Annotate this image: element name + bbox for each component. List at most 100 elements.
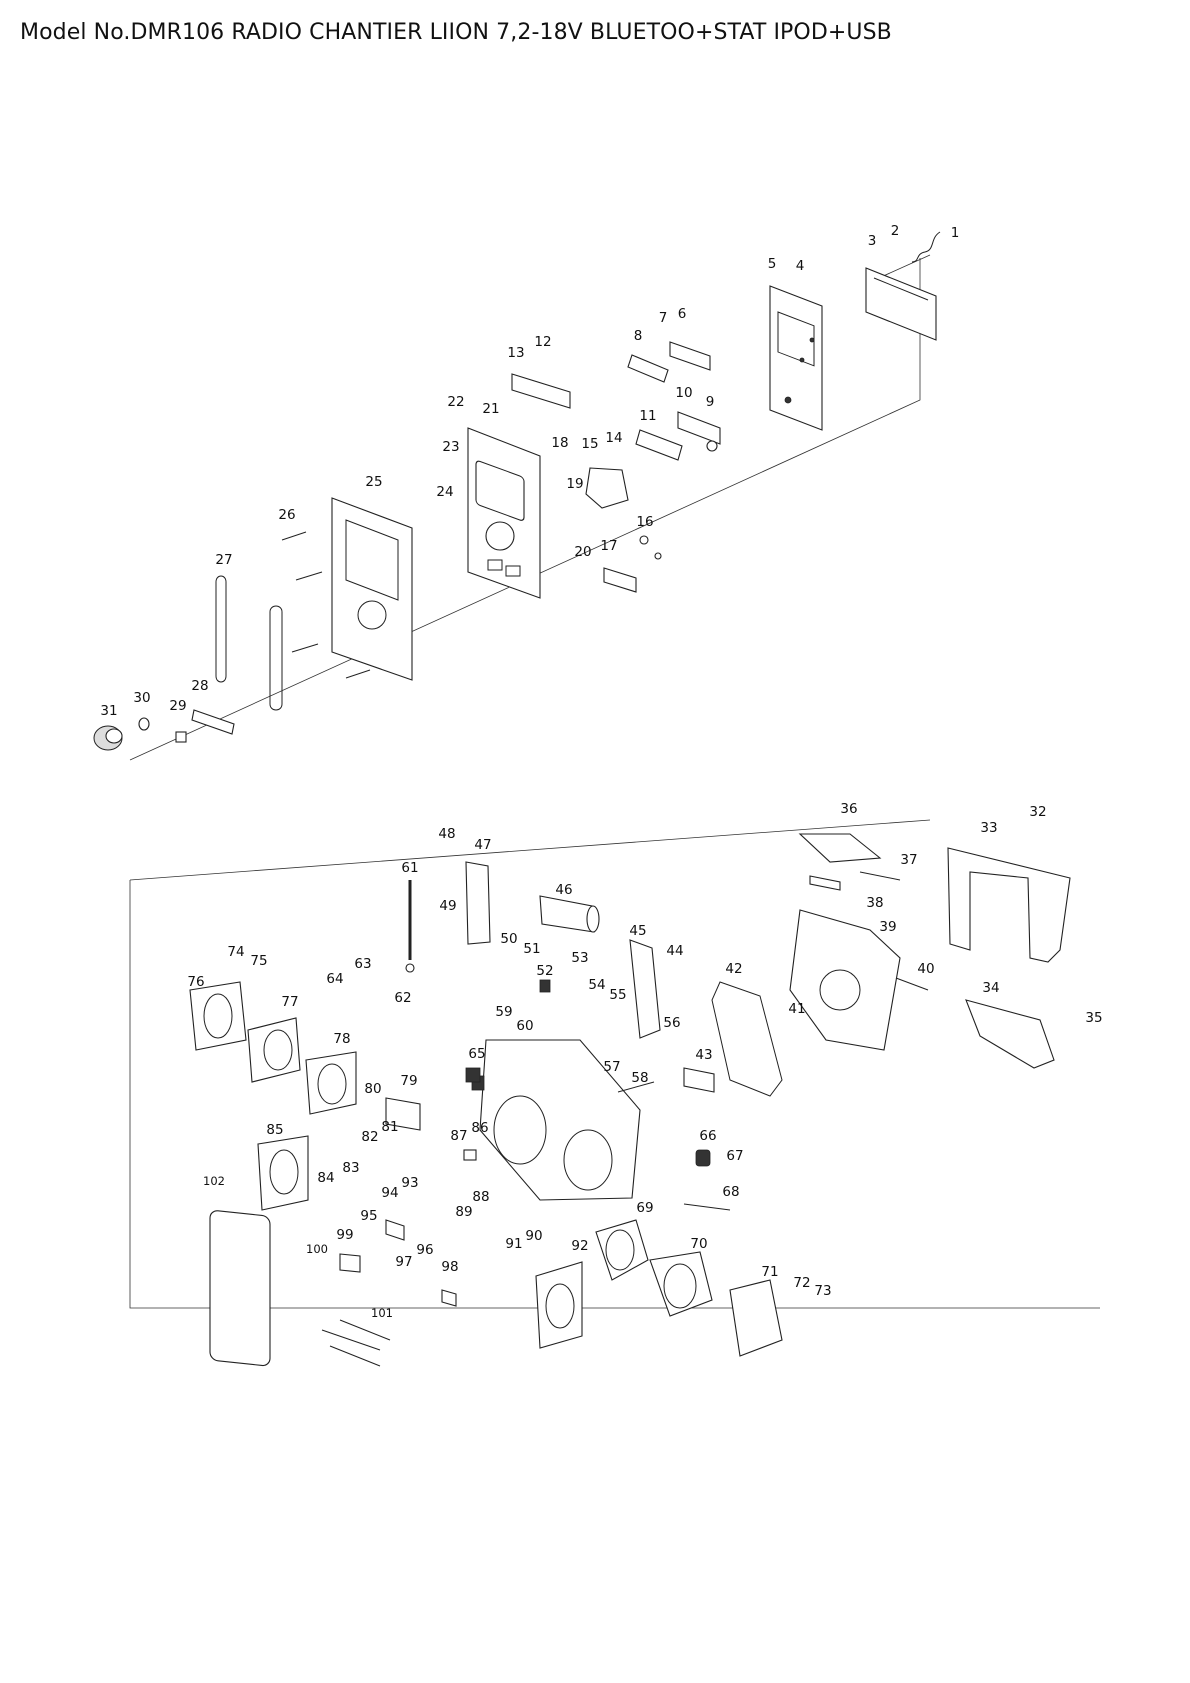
callout-54: 54 (588, 977, 605, 993)
callout-41: 41 (788, 1001, 805, 1017)
callout-100: 100 (306, 1242, 328, 1256)
callout-25: 25 (365, 474, 382, 490)
callout-44: 44 (666, 943, 683, 959)
callout-8: 8 (634, 328, 643, 344)
callout-73: 73 (814, 1283, 831, 1299)
part-main-housing-60 (479, 1039, 641, 1201)
callout-22: 22 (447, 394, 464, 410)
part-bracket-38 (809, 875, 841, 891)
callout-84: 84 (317, 1170, 334, 1186)
callout-92: 92 (571, 1238, 588, 1254)
callout-97: 97 (395, 1254, 412, 1270)
callout-14: 14 (605, 430, 622, 446)
part-bracket-10 (677, 411, 721, 452)
callout-19: 19 (566, 476, 583, 492)
callout-26: 26 (278, 507, 295, 523)
callout-60: 60 (516, 1018, 533, 1034)
callout-90: 90 (525, 1228, 542, 1244)
callout-69: 69 (636, 1200, 653, 1216)
callout-1: 1 (951, 225, 960, 241)
callout-66: 66 (699, 1128, 716, 1144)
callout-76: 76 (187, 974, 204, 990)
callout-27: 27 (215, 552, 232, 568)
callout-11: 11 (639, 408, 656, 424)
callout-28: 28 (191, 678, 208, 694)
part-cover-36 (798, 833, 882, 863)
part-antenna-61 (405, 880, 415, 973)
callout-13: 13 (507, 345, 524, 361)
callout-99: 99 (336, 1227, 353, 1243)
callout-36: 36 (840, 801, 857, 817)
callout-95: 95 (360, 1208, 377, 1224)
part-knob-31 (93, 725, 123, 751)
callout-21: 21 (482, 401, 499, 417)
callout-88: 88 (472, 1189, 489, 1205)
callout-67: 67 (726, 1148, 743, 1164)
callout-24: 24 (436, 484, 453, 500)
callout-63: 63 (354, 956, 371, 972)
callout-3: 3 (868, 233, 877, 249)
callout-59: 59 (495, 1004, 512, 1020)
part-rod-68 (683, 1203, 731, 1211)
callout-33: 33 (980, 820, 997, 836)
part-bumper-frame (331, 497, 413, 681)
callout-62: 62 (394, 990, 411, 1006)
part-speaker-77 (247, 1017, 301, 1083)
callout-7: 7 (659, 310, 668, 326)
part-latch-28 (191, 709, 235, 735)
part-cap-66 (695, 1149, 711, 1167)
callout-70: 70 (690, 1236, 707, 1252)
callout-56: 56 (663, 1015, 680, 1031)
callout-91: 91 (505, 1236, 522, 1252)
part-rod-58 (617, 1081, 655, 1093)
callout-64: 64 (326, 971, 343, 987)
part-handle-bar-27 (215, 575, 283, 711)
part-gasket-69 (595, 1219, 649, 1281)
part-cover-102 (209, 1210, 271, 1367)
callout-61: 61 (401, 860, 418, 876)
callout-15: 15 (581, 436, 598, 452)
callout-46: 46 (555, 882, 572, 898)
callout-48: 48 (438, 826, 455, 842)
callout-52: 52 (536, 963, 553, 979)
part-cable-ties-101 (321, 1319, 391, 1367)
callout-17: 17 (600, 538, 617, 554)
part-rod-37 (859, 871, 901, 881)
callout-101: 101 (371, 1306, 393, 1320)
part-button-set-8 (627, 354, 669, 383)
part-main-pcb (769, 285, 823, 431)
callout-31: 31 (100, 703, 117, 719)
callout-5: 5 (768, 256, 777, 272)
part-gasket-85 (257, 1135, 309, 1211)
callout-98: 98 (441, 1259, 458, 1275)
callout-55: 55 (609, 987, 626, 1003)
part-gasket-42 (711, 981, 783, 1097)
callout-38: 38 (866, 895, 883, 911)
part-control-pcb (865, 267, 937, 341)
callout-42: 42 (725, 961, 742, 977)
part-battery-cylinder-46 (539, 895, 600, 933)
assembly-frame-lower (129, 819, 1100, 1309)
part-speaker-70 (649, 1251, 713, 1317)
callout-68: 68 (722, 1184, 739, 1200)
callout-79: 79 (400, 1073, 417, 1089)
callout-58: 58 (631, 1070, 648, 1086)
part-frame-76 (189, 981, 247, 1051)
callout-65: 65 (468, 1046, 485, 1062)
callout-93: 93 (401, 1175, 418, 1191)
callout-85: 85 (266, 1122, 283, 1138)
callout-78: 78 (333, 1031, 350, 1047)
part-speaker-plate-15 (585, 467, 629, 509)
callout-102: 102 (203, 1174, 225, 1188)
part-small-boards (339, 979, 551, 1307)
part-clip-29 (175, 731, 187, 743)
part-rear-housing-39 (789, 909, 901, 1051)
callout-49: 49 (439, 898, 456, 914)
callout-20: 20 (574, 544, 591, 560)
callout-32: 32 (1029, 804, 1046, 820)
diagram-title: Model No.DMR106 RADIO CHANTIER LIION 7,2… (20, 20, 892, 45)
callout-57: 57 (603, 1059, 620, 1075)
callout-87: 87 (450, 1128, 467, 1144)
callout-50: 50 (500, 931, 517, 947)
